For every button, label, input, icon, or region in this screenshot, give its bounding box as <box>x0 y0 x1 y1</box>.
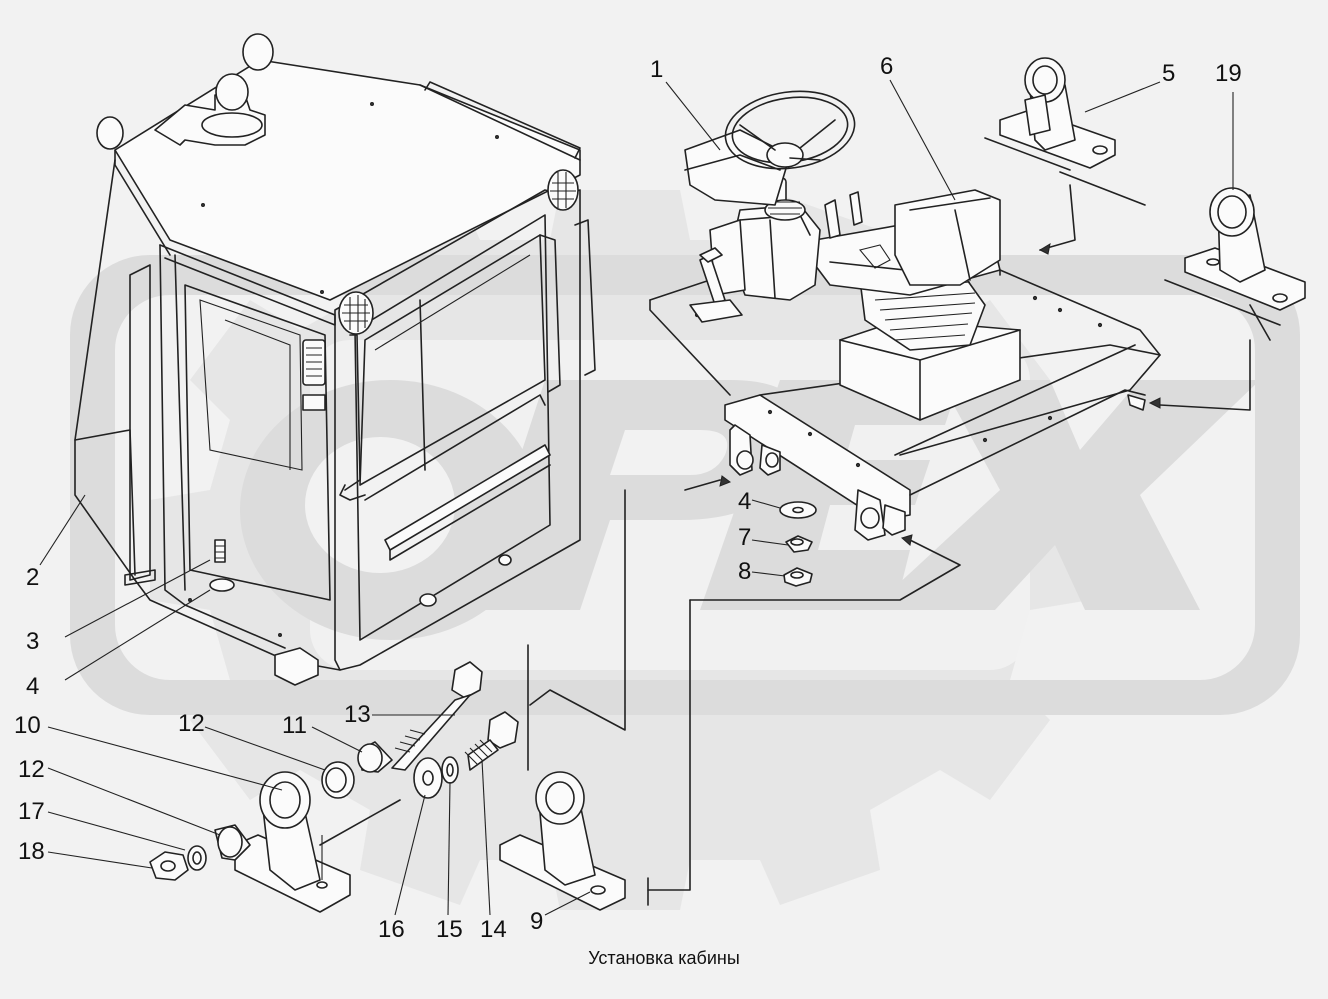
callout-4-cab: 4 <box>26 673 40 700</box>
platform-frame <box>649 90 1161 541</box>
callout-18: 18 <box>18 838 45 865</box>
callout-9: 9 <box>530 908 544 935</box>
callout-16: 16 <box>378 916 405 943</box>
callout-5: 5 <box>1162 60 1176 87</box>
callout-12-upper: 12 <box>178 710 205 737</box>
callout-1: 1 <box>650 56 664 83</box>
callout-4-frame: 4 <box>738 488 752 515</box>
leader-lines <box>39 79 1234 916</box>
callout-13: 13 <box>344 701 371 728</box>
callout-8: 8 <box>738 558 752 585</box>
callout-10: 10 <box>14 712 41 739</box>
callout-6: 6 <box>880 53 894 80</box>
fasteners-lower <box>149 661 626 913</box>
callout-14: 14 <box>480 916 507 943</box>
fasteners-right <box>527 475 961 906</box>
callout-12-lower: 12 <box>18 756 45 783</box>
callout-19: 19 <box>1215 60 1242 87</box>
callout-3: 3 <box>26 628 40 655</box>
cab-body <box>74 33 596 686</box>
callout-11: 11 <box>282 712 307 739</box>
bracket-5 <box>984 57 1146 255</box>
callout-7: 7 <box>738 524 752 551</box>
callout-15: 15 <box>436 916 463 943</box>
callout-2: 2 <box>26 564 40 591</box>
bracket-19 <box>1148 187 1306 411</box>
watermark-logo <box>70 190 1300 910</box>
diagram-caption: Установка кабины <box>588 948 740 968</box>
callout-17: 17 <box>18 798 45 825</box>
